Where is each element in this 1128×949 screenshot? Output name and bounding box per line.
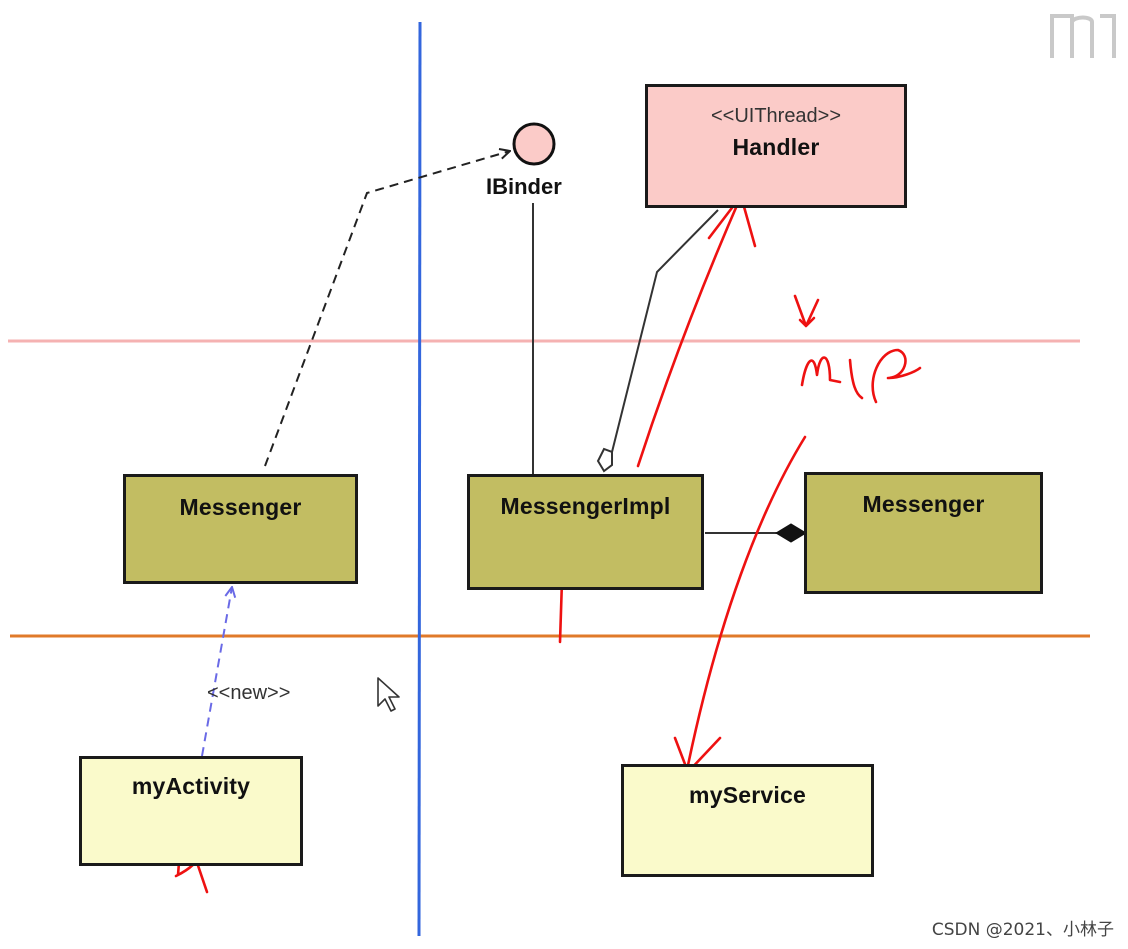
messengerimpl-class-name: MessengerImpl [500,493,671,519]
watermark-text: CSDN @2021、小林子 [931,920,1114,940]
myservice-class-name: myService [689,782,806,808]
composition-diamond [775,523,807,543]
messenger-to-ibinder-dependency [264,151,510,467]
new-stereotype-label: <<new>> [207,682,291,704]
mouse-cursor-icon [377,677,400,712]
ibinder-interface-label: IBinder [486,174,562,199]
messenger-left-class-name: Messenger [179,494,302,520]
ibinder-interface-circle [512,122,556,166]
handler-class-box: <<UIThread>> Handler [645,84,907,208]
player-logo-icon [1050,14,1116,58]
blue-divider-line [417,21,422,937]
myservice-class-box: myService [621,764,874,877]
aggregation-diamond [596,447,613,473]
annotation-arrow-to-handler [636,194,757,468]
handler-class-name: Handler [732,134,820,160]
messengerimpl-class-box: MessengerImpl [467,474,704,590]
activity-to-messenger-new-dependency [201,587,232,757]
myactivity-class-box: myActivity [79,756,303,866]
messenger-right-class-name: Messenger [862,491,985,517]
messengerimpl-handler-aggregation [611,209,719,453]
annotation-down-arrow-mark [793,294,820,328]
annotation-msg-glyphs [800,348,922,404]
messenger-left-class-box: Messenger [123,474,358,584]
messenger-right-class-box: Messenger [804,472,1043,594]
myactivity-class-name: myActivity [131,773,251,799]
handler-stereotype: <<UIThread>> [710,105,842,127]
